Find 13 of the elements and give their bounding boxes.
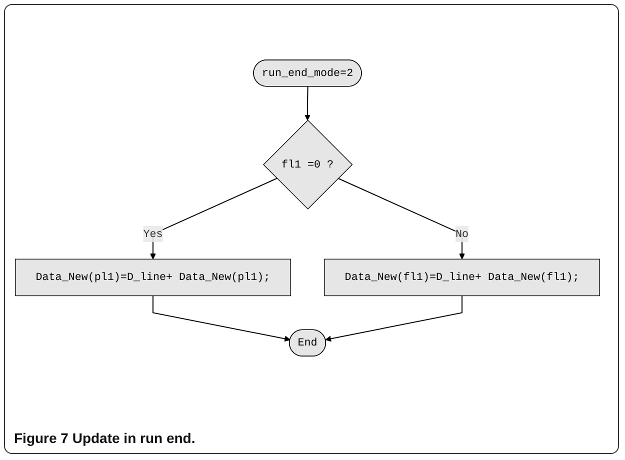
edge-label: Yes <box>143 228 163 240</box>
flow-node: End <box>289 329 326 356</box>
arrow <box>304 86 310 120</box>
flow-node: fl1 =0 ? <box>263 120 353 210</box>
arrow <box>338 178 465 260</box>
arrow <box>325 296 463 342</box>
flow-node: Data_New(pl1)=D_line+ Data_New(pl1); <box>15 258 291 296</box>
arrow <box>152 296 290 342</box>
arrow <box>150 178 278 260</box>
flow-node: run_end_mode=2 <box>253 60 362 87</box>
figure-caption: Figure 7 Update in run end. <box>14 430 196 446</box>
flow-node: Data_New(fl1)=D_line+ Data_New(fl1); <box>324 258 600 296</box>
edge-label: No <box>456 228 469 240</box>
